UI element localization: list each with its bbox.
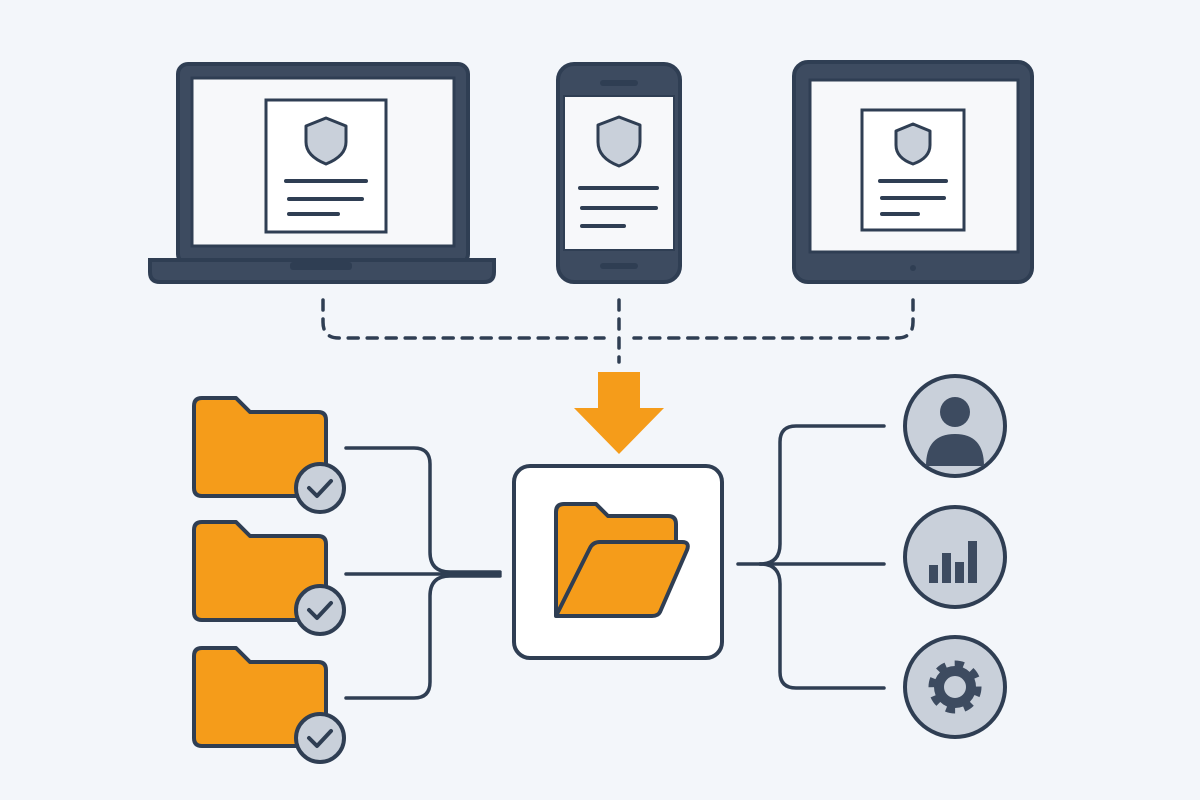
shield-document-icon xyxy=(860,108,966,232)
folders-to-hub-connector xyxy=(344,446,502,700)
folder-item xyxy=(192,646,346,764)
tablet-camera xyxy=(910,265,916,271)
device-connectors xyxy=(321,298,915,364)
shield-document-icon xyxy=(264,98,388,234)
sync-down-arrow xyxy=(574,372,664,454)
folder-item xyxy=(192,396,346,514)
check-circle-icon xyxy=(294,712,346,764)
folder-item xyxy=(192,520,346,636)
connector-to-settings xyxy=(758,562,886,690)
gear-icon xyxy=(928,660,982,714)
laptop-device xyxy=(148,62,496,284)
tablet-connector xyxy=(632,298,915,340)
laptop-connector xyxy=(321,298,606,340)
settings-node xyxy=(903,635,1007,739)
shield-icon xyxy=(304,116,348,166)
connector-to-user xyxy=(736,424,886,566)
connector-bottom xyxy=(344,574,502,700)
open-folder-icon xyxy=(554,502,690,618)
user-node xyxy=(903,374,1007,478)
shield-document-icon xyxy=(578,115,659,228)
folder-icon xyxy=(192,646,328,748)
shield-icon xyxy=(596,115,642,168)
source-folders xyxy=(192,396,346,764)
chart-node xyxy=(903,505,1007,609)
tablet-device xyxy=(792,60,1034,284)
open-folder-front xyxy=(554,540,690,618)
phone-home-bar xyxy=(600,263,638,269)
hub-to-outputs-connector xyxy=(736,424,886,690)
output-nodes xyxy=(903,374,1007,739)
bar-chart-icon xyxy=(929,541,977,583)
laptop-base xyxy=(148,258,496,284)
connector-top xyxy=(344,446,502,574)
user-icon xyxy=(926,397,984,466)
check-circle-icon xyxy=(294,462,346,514)
laptop-notch xyxy=(290,262,352,270)
shield-icon xyxy=(894,122,932,166)
folder-icon xyxy=(192,520,328,622)
check-circle-icon xyxy=(294,584,346,636)
phone-speaker xyxy=(600,80,638,86)
phone-device xyxy=(556,62,682,284)
central-hub-card xyxy=(512,464,724,660)
folder-icon xyxy=(192,396,328,498)
